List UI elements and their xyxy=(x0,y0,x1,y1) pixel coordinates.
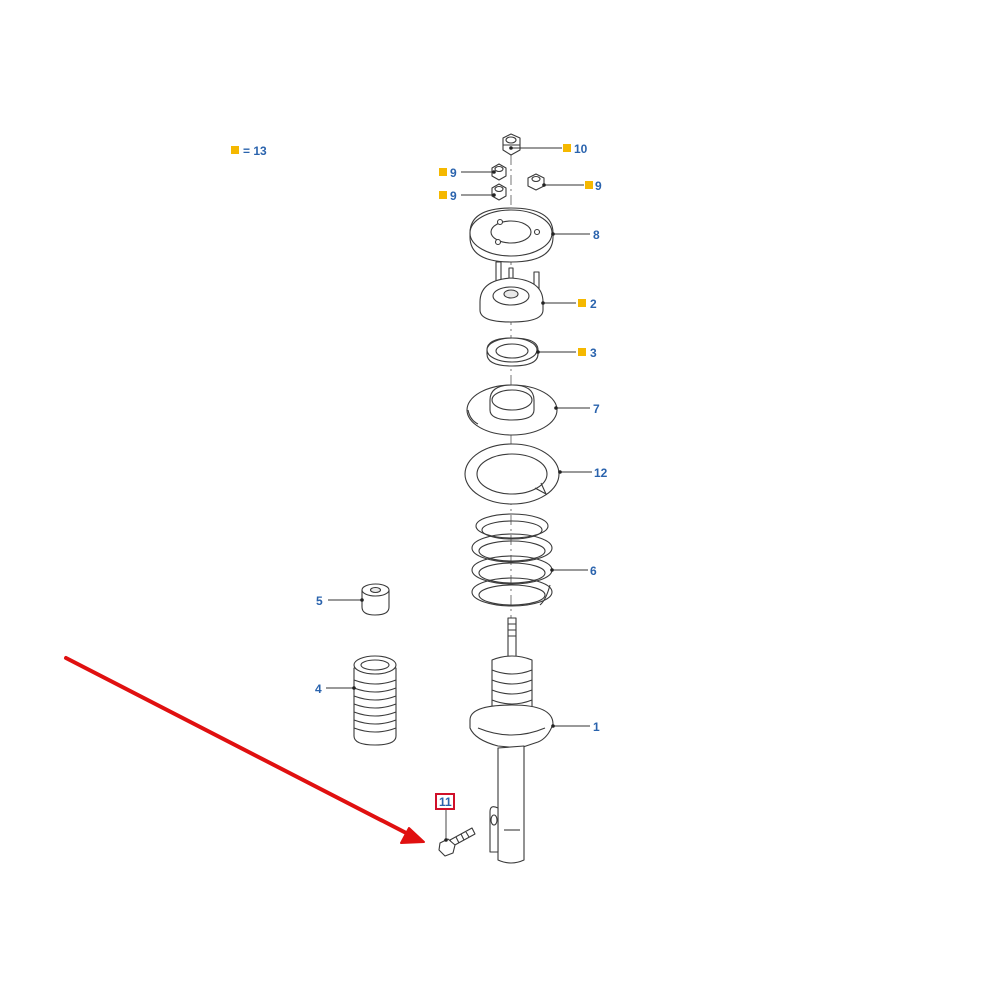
red-pointer-arrow xyxy=(64,656,425,844)
part-4-dust-boot xyxy=(353,655,397,746)
part-2-upper-mount xyxy=(479,261,544,323)
part-12-spring-insulator xyxy=(464,443,560,505)
callout-1[interactable]: 1 xyxy=(593,720,600,734)
callout-10[interactable]: 10 xyxy=(563,142,588,156)
callout-9-left-top[interactable]: 9 xyxy=(439,166,457,180)
callout-label: 3 xyxy=(590,346,597,360)
callout-label: 2 xyxy=(590,297,597,311)
callout-label: 4 xyxy=(315,682,322,696)
callout-label: 9 xyxy=(450,166,457,180)
callout-label: 6 xyxy=(590,564,597,578)
legend-label: = 13 xyxy=(243,144,267,158)
part-9-nut-left-top xyxy=(491,163,507,181)
callout-label: 10 xyxy=(574,142,588,156)
callout-12[interactable]: 12 xyxy=(594,466,608,480)
callout-11[interactable]: 11 xyxy=(435,793,455,810)
part-8-top-plate xyxy=(469,207,554,263)
callout-label: 12 xyxy=(594,466,608,480)
callout-highlight-box xyxy=(435,793,455,810)
callout-marker xyxy=(585,181,593,189)
legend: = 13 xyxy=(231,144,267,158)
part-1-strut-assembly xyxy=(469,617,554,864)
callout-marker xyxy=(578,348,586,356)
callout-9-right[interactable]: 9 xyxy=(585,179,602,193)
callout-label: 11 xyxy=(439,795,452,809)
callout-5[interactable]: 5 xyxy=(316,594,323,608)
legend-marker xyxy=(231,146,239,154)
part-11-bolt xyxy=(438,827,476,857)
part-5-bump-stop xyxy=(361,583,390,616)
callout-marker xyxy=(578,299,586,307)
leader-lines xyxy=(326,146,592,842)
callout-marker xyxy=(439,168,447,176)
callout-marker xyxy=(563,144,571,152)
part-9-nut-right xyxy=(527,173,545,191)
part-10-top-nut xyxy=(502,133,521,156)
callout-marker xyxy=(439,191,447,199)
part-9-nut-left-bottom xyxy=(491,183,507,201)
callout-label: 1 xyxy=(593,720,600,734)
part-7-spring-seat xyxy=(466,384,558,436)
callout-2[interactable]: 2 xyxy=(578,297,597,311)
callout-3[interactable]: 3 xyxy=(578,346,597,360)
callout-label: 5 xyxy=(316,594,323,608)
part-6-coil-spring xyxy=(471,513,553,607)
callout-label: 9 xyxy=(450,189,457,203)
callout-label: 7 xyxy=(593,402,600,416)
callout-9-left-bottom[interactable]: 9 xyxy=(439,189,457,203)
callout-8[interactable]: 8 xyxy=(593,228,600,242)
callout-7[interactable]: 7 xyxy=(593,402,600,416)
part-3-bearing xyxy=(486,337,539,367)
callout-label: 9 xyxy=(595,179,602,193)
callout-label: 8 xyxy=(593,228,600,242)
callout-4[interactable]: 4 xyxy=(315,682,322,696)
callout-6[interactable]: 6 xyxy=(590,564,597,578)
